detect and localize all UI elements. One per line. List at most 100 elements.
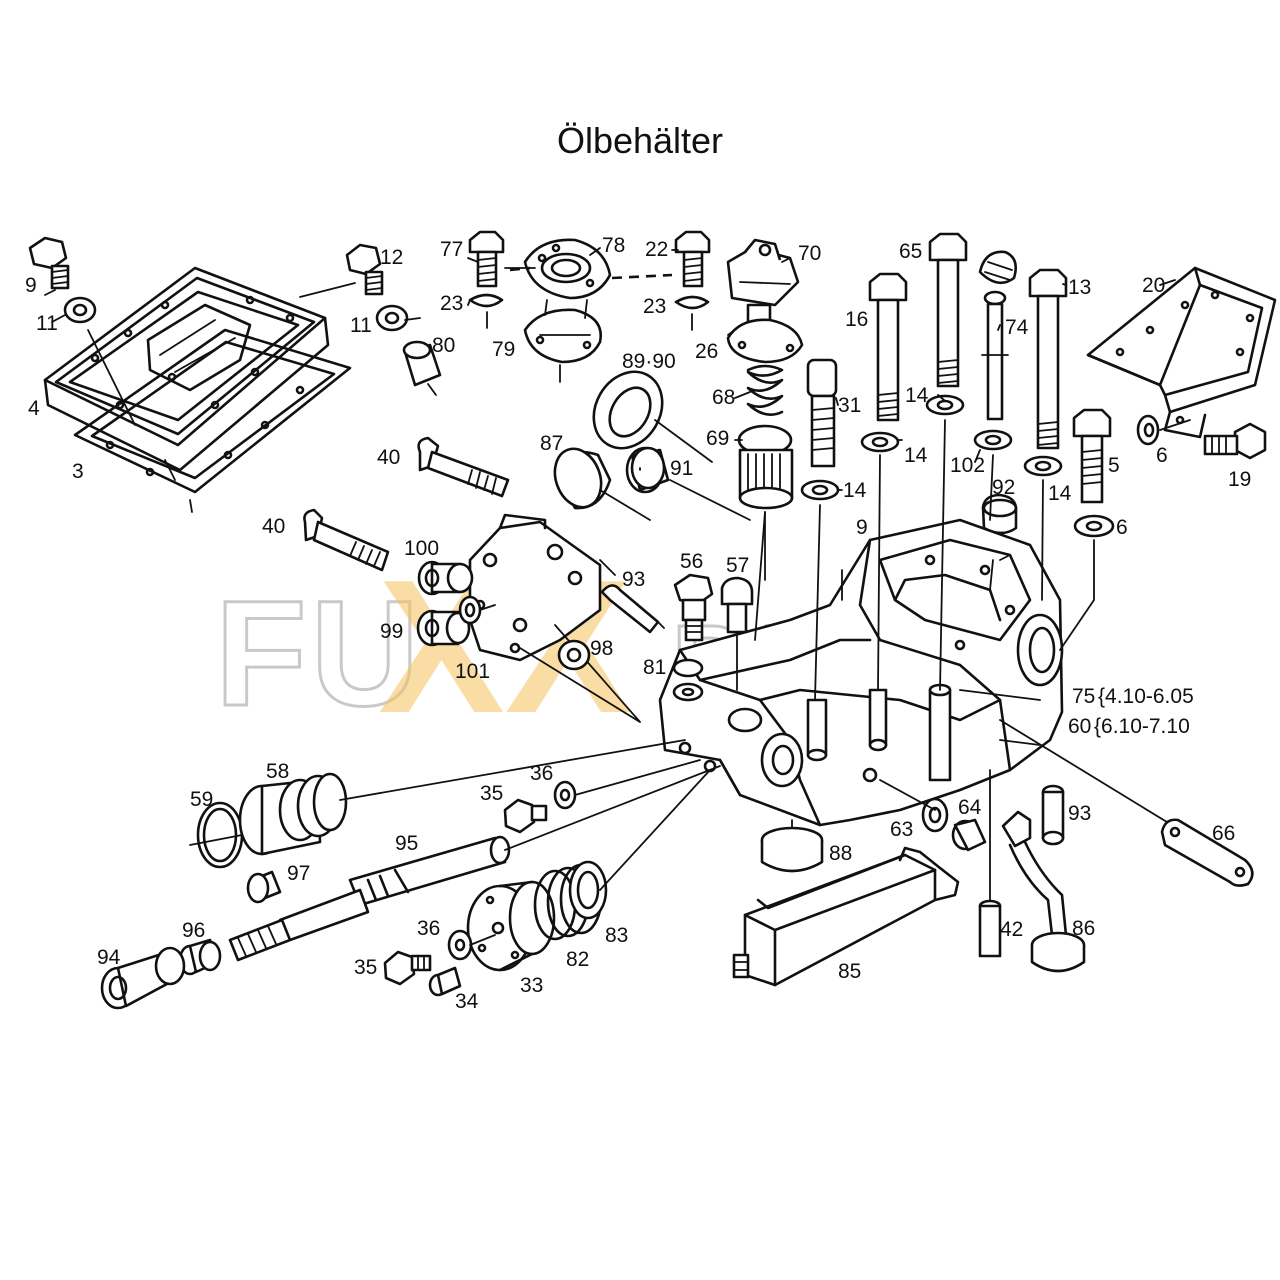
callout-11-right: 11 (350, 314, 372, 337)
callout-89-90: 89·90 (622, 350, 676, 373)
plug-88 (760, 819, 824, 873)
bolt-35-upper (503, 798, 548, 834)
plug-100 (417, 560, 474, 596)
callout-35-upper: 35 (480, 782, 503, 805)
callout-35-lower: 35 (354, 956, 377, 979)
callout-64: 64 (958, 796, 982, 819)
lockwasher-23-right (674, 295, 710, 331)
valve-flange-26 (726, 303, 804, 364)
lever-66 (1160, 818, 1254, 887)
bolt-77 (468, 230, 505, 288)
pickup-pipe-86 (1001, 810, 1086, 973)
bushing-96 (178, 938, 222, 976)
callout-36-lower: 36 (417, 917, 440, 940)
callout-34: 34 (455, 990, 479, 1013)
callout-20: 20 (1142, 274, 1165, 297)
callout-12: 12 (380, 246, 403, 269)
long-bolt-65 (928, 232, 968, 388)
callout-82: 82 (566, 948, 589, 971)
callout-36-upper: 36 (530, 762, 553, 785)
seal-ring-83 (568, 769, 711, 920)
callout-101: 101 (455, 660, 490, 683)
washer-102 (973, 429, 1013, 451)
lockwasher-23-left (468, 293, 504, 329)
page-title: Ölbehälter (556, 120, 724, 161)
callout-13: 13 (1068, 276, 1091, 299)
bushing-97 (246, 870, 282, 904)
callout-83: 83 (605, 924, 628, 947)
bolt-40-lower (303, 508, 390, 572)
flange-cover-78 (523, 238, 612, 300)
callout-40-lower: 40 (262, 515, 285, 538)
callout-69: 69 (706, 427, 729, 450)
bolt-12 (345, 243, 384, 296)
tube-42 (978, 769, 1002, 958)
bolt-19 (1203, 422, 1267, 460)
callout-58: 58 (266, 760, 289, 783)
washer-14-b (860, 431, 900, 453)
long-bolt-16 (868, 272, 908, 422)
callout-75-range: {4.10-6.05 (1098, 685, 1194, 708)
housing-main (658, 518, 1064, 827)
callout-85: 85 (838, 960, 861, 983)
tank-85 (732, 846, 960, 987)
callout-56: 56 (680, 550, 703, 573)
callout-93-upper: 93 (622, 568, 645, 591)
seal-ring-89-90 (592, 370, 713, 463)
plug-64 (951, 818, 987, 852)
gasket-79 (523, 299, 602, 383)
plug-80 (402, 340, 442, 396)
callout-100: 100 (404, 537, 439, 560)
breather-92 (981, 493, 1018, 535)
callout-59: 59 (190, 788, 213, 811)
callout-97: 97 (287, 862, 310, 885)
callout-95: 95 (395, 832, 418, 855)
callout-42: 42 (1000, 918, 1023, 941)
cap-94 (100, 946, 186, 1010)
callout-14-b: 14 (904, 444, 928, 467)
callout-60-range: {6.10-7.10 (1094, 715, 1190, 738)
bushing-91 (625, 446, 670, 494)
callout-80: 80 (432, 334, 455, 357)
washer-36-lower (447, 929, 473, 961)
washer-63 (921, 797, 949, 833)
callout-74: 74 (1005, 316, 1029, 339)
bolt-9-left (28, 236, 70, 290)
piston-58 (238, 739, 686, 856)
bolt-5 (1072, 408, 1112, 504)
callout-87: 87 (540, 432, 563, 455)
callout-14-d: 14 (1048, 482, 1072, 505)
callout-40-upper: 40 (377, 446, 400, 469)
washer-11-left (63, 296, 97, 324)
callout-14-c: 14 (905, 384, 929, 407)
callout-23-left: 23 (440, 292, 463, 315)
long-bolt-13 (1028, 268, 1068, 450)
bolt-40-upper (417, 436, 510, 498)
pin-93-upper (600, 584, 665, 634)
watermark-text-fu: FU (215, 569, 423, 737)
callout-99: 99 (380, 620, 403, 643)
callout-79: 79 (492, 338, 515, 361)
bolt-31 (806, 358, 838, 468)
callout-4: 4 (28, 397, 40, 420)
callout-9-left: 9 (25, 274, 37, 297)
callout-6-lower: 6 (1116, 516, 1128, 539)
callout-102: 102 (950, 454, 985, 477)
callout-81: 81 (643, 656, 666, 679)
callout-92: 92 (992, 476, 1015, 499)
callout-14-a: 14 (843, 479, 867, 502)
cylinder-cover-33 (466, 880, 556, 972)
callout-77: 77 (440, 238, 463, 261)
snap-ring-59 (189, 801, 244, 869)
callout-98: 98 (590, 637, 613, 660)
callout-88: 88 (829, 842, 852, 865)
callout-9-center: 9 (856, 516, 868, 539)
washer-98 (557, 639, 591, 671)
plug-56 (673, 573, 714, 642)
callout-86: 86 (1072, 917, 1095, 940)
washer-81 (672, 658, 704, 702)
callout-70: 70 (798, 242, 821, 265)
callout-11-left: 11 (36, 312, 58, 335)
callout-68: 68 (712, 386, 735, 409)
callout-65: 65 (899, 240, 922, 263)
